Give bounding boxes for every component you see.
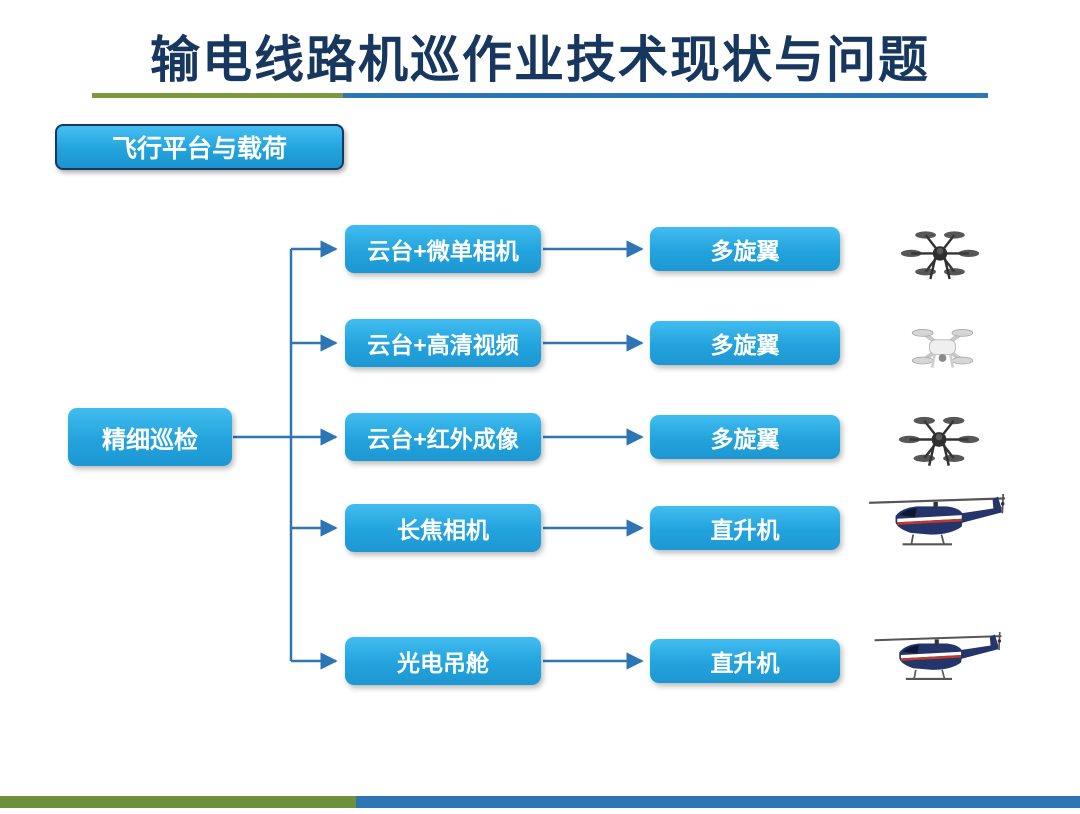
title-divider-blue [342, 93, 988, 98]
vehicle-image [898, 398, 980, 481]
helicopter-icon [874, 631, 1002, 680]
helicopter-icon [869, 493, 1005, 546]
vehicle-image [868, 626, 1008, 699]
platform-node: 直升机 [650, 639, 840, 683]
footer-divider-green [0, 796, 357, 808]
page-title: 输电线路机巡作业技术现状与问题 [150, 32, 930, 88]
title-divider [92, 93, 988, 98]
footer-divider [0, 796, 1080, 808]
section-badge: 飞行平台与载荷 [55, 124, 344, 170]
payload-node: 长焦相机 [345, 504, 541, 552]
vehicle-image [895, 310, 990, 385]
quadcopter-drone-icon [911, 329, 974, 368]
hexacopter-drone-icon [900, 231, 980, 280]
vehicle-image [900, 212, 980, 295]
title-divider-green [92, 93, 343, 98]
footer-divider-blue [356, 796, 1080, 808]
vehicle-image [862, 488, 1012, 565]
root-node: 精细巡检 [68, 408, 232, 466]
payload-node: 云台+红外成像 [345, 413, 541, 461]
platform-node: 多旋翼 [650, 321, 840, 365]
payload-node: 云台+高清视频 [345, 319, 541, 367]
platform-node: 多旋翼 [650, 415, 840, 459]
payload-node: 光电吊舱 [345, 637, 541, 685]
hexacopter-drone-icon [898, 416, 980, 466]
payload-node: 云台+微单相机 [345, 225, 541, 273]
platform-node: 多旋翼 [650, 227, 840, 271]
platform-node: 直升机 [650, 506, 840, 550]
